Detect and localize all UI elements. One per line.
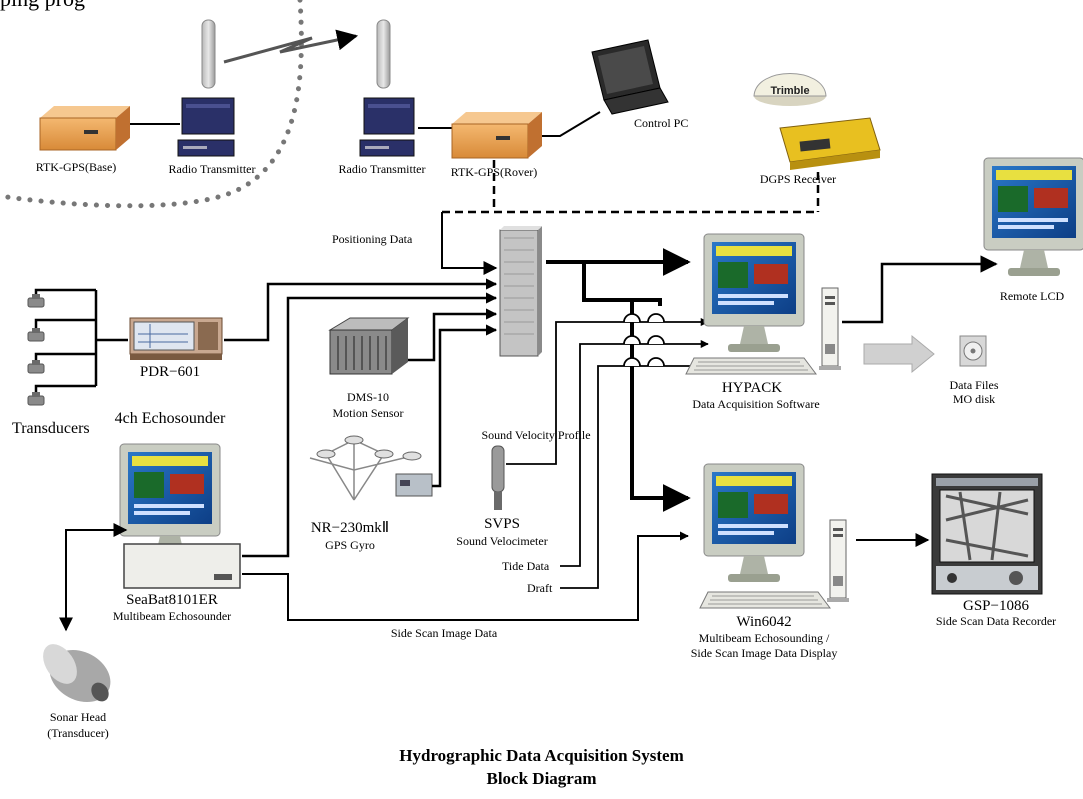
dgps-receiver: Trimble [753, 73, 881, 170]
label-hypack: HYPACK [721, 380, 783, 396]
hypack-workstation [685, 233, 842, 375]
label-sound-velocimeter: Sound Velocimeter [456, 534, 548, 548]
label-transducer-paren: (Transducer) [47, 726, 109, 740]
rtk-rover-box [451, 112, 542, 159]
nr-230-gyro [309, 435, 433, 501]
label-side-scan-data-recorder: Side Scan Data Recorder [935, 614, 1057, 628]
label-sonar-head: Sonar Head [49, 710, 107, 724]
hub-to-hypack-branch [582, 262, 662, 306]
label-positioning-data: Positioning Data [332, 232, 413, 246]
label-win6042: Win6042 [736, 614, 792, 630]
diagram-title-line2: Block Diagram [486, 769, 597, 788]
positioning-into-hub [441, 212, 498, 275]
tide-to-hypack [560, 339, 709, 567]
svps-probe [491, 445, 505, 510]
label-radio-transmitter-left: Radio Transmitter [168, 162, 256, 176]
label-radio-transmitter-right: Radio Transmitter [338, 162, 426, 176]
sonar-head [43, 644, 111, 702]
hypack-to-remote-lcd [842, 255, 998, 324]
dms-to-hub [408, 308, 498, 362]
seabat-unit [123, 543, 241, 589]
label-nr-230mk2: NR−230mkⅡ [310, 520, 390, 536]
label-hypack-software: Data Acquisition Software [692, 397, 820, 411]
label-draft: Draft [527, 581, 553, 595]
label-sound-velocity-profile: Sound Velocity Profile [481, 428, 591, 442]
label-tide-data: Tide Data [502, 559, 550, 573]
label-dms-10: DMS-10 [346, 390, 390, 404]
label-svps: SVPS [484, 516, 520, 532]
label-motion-sensor: Motion Sensor [332, 406, 404, 420]
dms-10-unit [328, 317, 410, 375]
pdr-601-unit [129, 317, 223, 360]
label-seabat8101er: SeaBat8101ER [126, 592, 218, 608]
label-remote-lcd: Remote LCD [999, 289, 1065, 303]
gsp-1086-recorder [931, 473, 1043, 595]
label-transducers: Transducers [12, 420, 90, 437]
label-4ch-echosounder: 4ch Echosounder [114, 410, 226, 427]
pdr-to-hub [224, 278, 498, 342]
mo-disk-icon [959, 335, 987, 367]
antenna-rover [376, 19, 391, 89]
control-pc-laptop [591, 39, 669, 115]
label-multibeam-echosounder: Multibeam Echosounder [112, 609, 232, 623]
radio-tx-right-box [359, 97, 415, 157]
central-hub [499, 226, 542, 357]
gyro-to-hub [432, 324, 498, 488]
transducer-wiring [34, 288, 128, 392]
cropped-heading-fragment: ping prog [0, 0, 85, 12]
radio-link-arrow [223, 29, 359, 64]
radio-tx-left-box [177, 97, 235, 157]
hub-to-win-thick [630, 300, 691, 512]
label-dgps-receiver: DGPS Receiver [759, 172, 837, 186]
label-data-files: Data Files [949, 378, 999, 392]
label-gsp-1086: GSP−1086 [963, 598, 1029, 614]
label-multibeam-echosounding: Multibeam Echosounding / [698, 631, 830, 645]
label-control-pc: Control PC [634, 116, 689, 130]
label-mo-disk: MO disk [952, 392, 996, 406]
trimble-logo-text: Trimble [770, 85, 809, 97]
seabat-to-hub [242, 292, 498, 558]
label-pdr-601: PDR−601 [139, 364, 201, 380]
dotted-boundary [0, 0, 304, 209]
seabat-sonar-link [59, 523, 128, 632]
side-scan-to-win [242, 531, 689, 621]
label-rtk-gps-base: RTK-GPS(Base) [35, 160, 117, 174]
rtk-base-box [39, 106, 130, 151]
crossing-hops [623, 313, 665, 367]
label-side-scan-image-data: Side Scan Image Data [390, 626, 498, 640]
label-side-scan-display: Side Scan Image Data Display [690, 646, 838, 660]
win6042-workstation [699, 463, 850, 609]
antenna-base [201, 19, 216, 89]
diagram-title-line1: Hydrographic Data Acquisition System [399, 746, 684, 765]
remote-lcd-monitor [983, 157, 1083, 277]
label-gps-gyro: GPS Gyro [325, 538, 375, 552]
link-rover-controlpc [542, 111, 601, 137]
label-rtk-gps-rover: RTK-GPS(Rover) [450, 165, 538, 179]
data-files-arrow [863, 334, 935, 374]
